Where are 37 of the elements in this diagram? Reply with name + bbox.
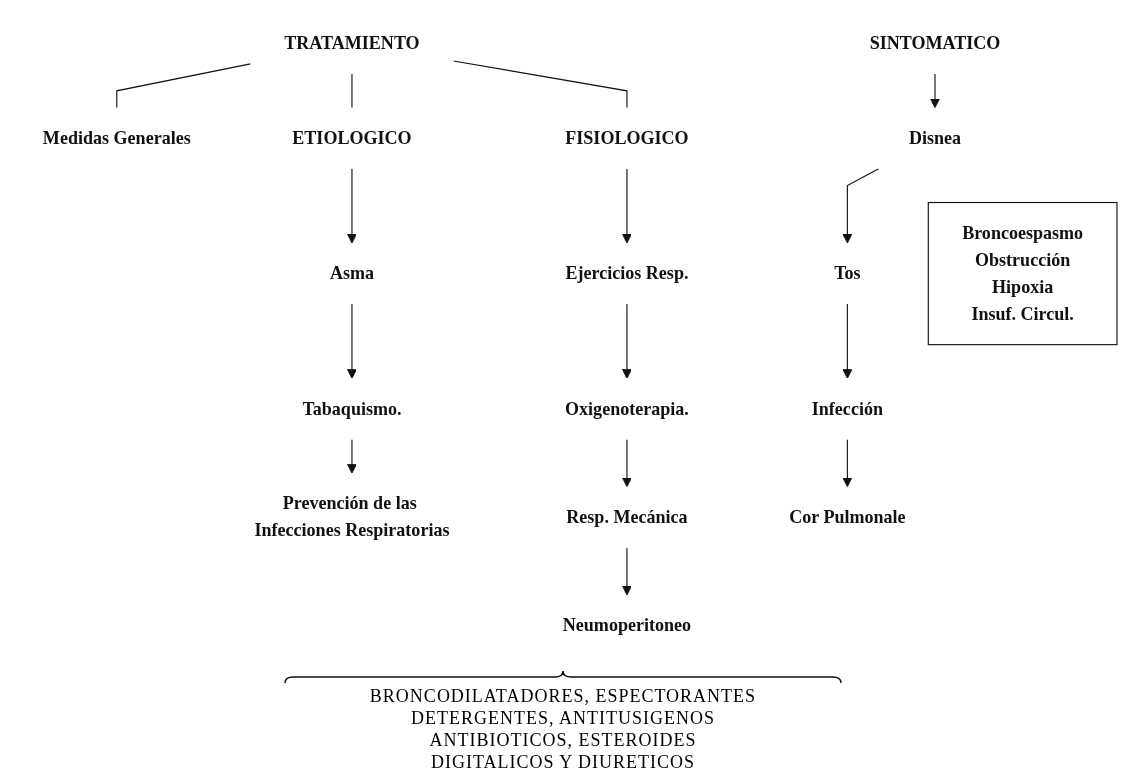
node-text: Asma (329, 263, 375, 283)
arrow (842, 303, 853, 379)
node-text: SINTOMATICO (869, 33, 1001, 53)
arrow (347, 438, 357, 474)
arrow (622, 168, 632, 244)
node-label: Hipoxia (992, 276, 1054, 297)
node-text: Disnea (908, 128, 962, 148)
node-label: Insuf. Circul. (971, 304, 1074, 324)
arrow (347, 303, 357, 379)
arrow (842, 168, 880, 244)
note-text: DETERGENTES, ANTITUSIGENOS (411, 707, 715, 729)
node-text: Cor Pulmonale (789, 507, 906, 527)
node-text: Tos (834, 263, 861, 283)
note-text: ANTIBIOTICOS, ESTEROIDES (429, 729, 697, 751)
arrow (622, 438, 632, 488)
node-label: Obstrucción (974, 249, 1071, 270)
node-text: TRATAMIENTO (284, 33, 420, 53)
arrow (842, 438, 853, 488)
node-text: Infección (811, 398, 883, 418)
note-text: BRONCODILATADORES, ESPECTORANTES (369, 685, 757, 707)
node-text: ETIOLOGICO (292, 128, 412, 148)
arrow (930, 73, 940, 109)
node-label: Broncoespasmo (962, 222, 1084, 242)
arrow (622, 303, 632, 379)
node-text: Oxigenoterapia. (565, 398, 689, 418)
connector (452, 60, 628, 109)
node-text: Prevención de las Infecciones Respiratorias (254, 493, 450, 540)
node-text: Resp. Mecánica (566, 507, 688, 527)
note-text: DIGITALICOS Y DIURETICOS (430, 751, 696, 773)
arrow (347, 168, 357, 244)
node-text: Neumoperitoneo (562, 615, 692, 635)
connector (116, 63, 251, 109)
arrow (622, 547, 632, 596)
node-text: Ejercicios Resp. (565, 263, 689, 283)
node-text: Tabaquismo. (302, 398, 402, 418)
node-text: Medidas Generales (42, 128, 191, 148)
node-text: FISIOLOGICO (565, 128, 689, 148)
